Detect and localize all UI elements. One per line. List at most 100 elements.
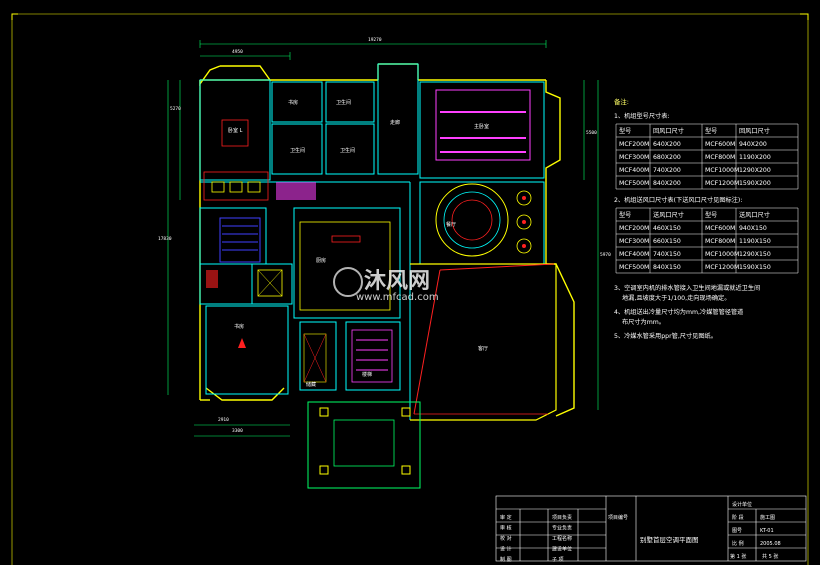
table-supply-air-cell: 840X150 [653, 264, 681, 271]
dim-total: 19270 [368, 37, 382, 43]
table-return-air-cell: MCF200M [619, 141, 649, 148]
room-dining: 餐厅 [446, 221, 456, 228]
table-return-air-header-cell: 型号 [619, 127, 631, 135]
table-return-air-cell: MCF500M [619, 180, 649, 187]
tb-role-label: 审 核 [500, 525, 512, 532]
tb-drawing-no: KT-01 [760, 528, 774, 534]
table-supply-air-cell: 740X150 [653, 251, 681, 258]
table-supply-air-cell: MCF1200M [705, 264, 739, 271]
porch [307, 401, 421, 489]
table-return-air-header-cell: 回风口尺寸 [739, 127, 770, 135]
exterior-walls [199, 63, 575, 417]
room-bath1: 卫生间 [336, 99, 351, 106]
room-study2: 书房 [234, 323, 244, 330]
tb-date: 2005.08 [760, 541, 781, 547]
table-return-air-cell: 1290X200 [739, 167, 771, 174]
table-supply-air: 型号 送风口尺寸 型号 送风口尺寸 MCF200M 460X150 MCF600M 940X1… [615, 207, 799, 274]
tb-role-label: 审 定 [500, 514, 512, 521]
dim-left-v: 17830 [158, 236, 172, 242]
table-supply-air-cell: 660X150 [653, 238, 681, 245]
tb-drawing-no-label: 图号 [732, 528, 742, 534]
tb-proj-label: 项目编号 [608, 514, 628, 521]
tb-scale-label: 比 例 [732, 540, 744, 547]
note-1: 1、机组型号尺寸表: [614, 112, 670, 120]
room-store: 储藏 [306, 381, 316, 388]
table-return-air-cell: 1590X200 [739, 180, 771, 187]
tb-role-label: 设 计 [500, 546, 512, 553]
tb-title: 别墅首层空调平面图 [640, 535, 699, 544]
tb-sheets: 共 5 张 [762, 553, 778, 560]
table-supply-air-cell: MCF600M [705, 225, 735, 232]
title-block [495, 495, 807, 562]
table-return-air-cell: 840X200 [653, 180, 681, 187]
table-supply-air-header-cell: 型号 [619, 211, 631, 219]
room-hall: 客厅 [478, 345, 488, 352]
note-4a: 4、机组送出冷量尺寸均为mm,冷媒管管径管道 [614, 308, 743, 316]
tb-stage-label: 阶 段 [732, 514, 744, 521]
table-supply-air-cell: 460X150 [653, 225, 681, 232]
dim-bottom2: 2910 [218, 417, 229, 423]
dimension-lines [167, 40, 599, 437]
table-supply-air-cell: 1190X150 [739, 238, 771, 245]
tb-field-label: 建设单位 [552, 546, 572, 553]
dim-left-top: 5270 [170, 106, 181, 112]
dim-right-top: 5500 [586, 130, 597, 136]
table-return-air-cell: MCF400M [619, 167, 649, 174]
note-3b: 地漏,且坡度大于1/100,走向现场确定。 [622, 294, 730, 302]
room-bedroom2: 主卧室 [474, 123, 489, 130]
note-5: 5、冷媒水管采用ppr管,尺寸见图纸。 [614, 332, 717, 340]
tb-stage: 施工图 [760, 514, 775, 521]
room-bath2: 卫生间 [290, 147, 305, 154]
dim-right-mid: 5970 [600, 252, 611, 258]
tb-role-label: 制 图 [500, 556, 512, 563]
tb-company: 设计单位 [732, 501, 752, 508]
table-supply-air-cell: MCF200M [619, 225, 649, 232]
table-return-air-cell: 740X200 [653, 167, 681, 174]
ac-units [203, 89, 532, 383]
tb-field-label: 专业负责 [552, 525, 572, 532]
table-return-air-cell: MCF1000M [705, 167, 739, 174]
table-return-air-cell: MCF1200M [705, 180, 739, 187]
watermark: 沐风网 www.mfcad.com [333, 267, 439, 303]
table-return-air-cell: MCF800M [705, 154, 735, 161]
table-supply-air-cell: MCF800M [705, 238, 735, 245]
watermark-url: www.mfcad.com [356, 292, 439, 303]
table-supply-air-cell: MCF300M [619, 238, 649, 245]
tb-sheet: 第 1 张 [730, 553, 746, 560]
tb-role-label: 校 对 [500, 535, 512, 542]
note-4b: 布尺寸为mm。 [622, 318, 665, 326]
table-supply-air-cell: 1590X150 [739, 264, 771, 271]
room-stair: 楼梯 [362, 371, 372, 378]
table-supply-air-cell: MCF400M [619, 251, 649, 258]
room-bedroom-l: 卧室 L [228, 127, 243, 134]
table-supply-air-header-cell: 送风口尺寸 [653, 211, 684, 219]
table-return-air-header-cell: 型号 [705, 127, 717, 135]
room-bath3: 卫生间 [340, 147, 355, 154]
table-return-air-cell: MCF600M [705, 141, 735, 148]
table-supply-air-header-cell: 型号 [705, 211, 717, 219]
table-return-air-cell: MCF300M [619, 154, 649, 161]
table-supply-air-cell: MCF500M [619, 264, 649, 271]
watermark-main: 沐风网 [364, 269, 430, 294]
table-return-air-cell: 640X200 [653, 141, 681, 148]
table-supply-air-cell: MCF1000M [705, 251, 739, 258]
notes-heading: 备注: [614, 97, 629, 106]
table-supply-air-cell: 940X150 [739, 225, 767, 232]
tb-field-label: 工程名称 [552, 535, 572, 542]
note-2: 2、机组送风口尺寸表(下送风口尺寸见图标注): [614, 196, 742, 204]
living-hall-outline [410, 263, 557, 421]
table-return-air-cell: 940X200 [739, 141, 767, 148]
interior-walls [199, 63, 545, 420]
dim-left: 4950 [232, 49, 243, 55]
table-supply-air-header-cell: 送风口尺寸 [739, 211, 770, 219]
table-supply-air-cell: 1290X150 [739, 251, 771, 258]
tb-field-label: 子 项 [552, 556, 564, 563]
room-kitchen: 厨房 [316, 257, 326, 264]
note-3a: 3、空调室内机的排水管接入卫生间地漏或就近卫生间 [614, 284, 760, 292]
room-study: 书房 [288, 99, 298, 106]
dim-bottom: 3300 [232, 428, 243, 434]
